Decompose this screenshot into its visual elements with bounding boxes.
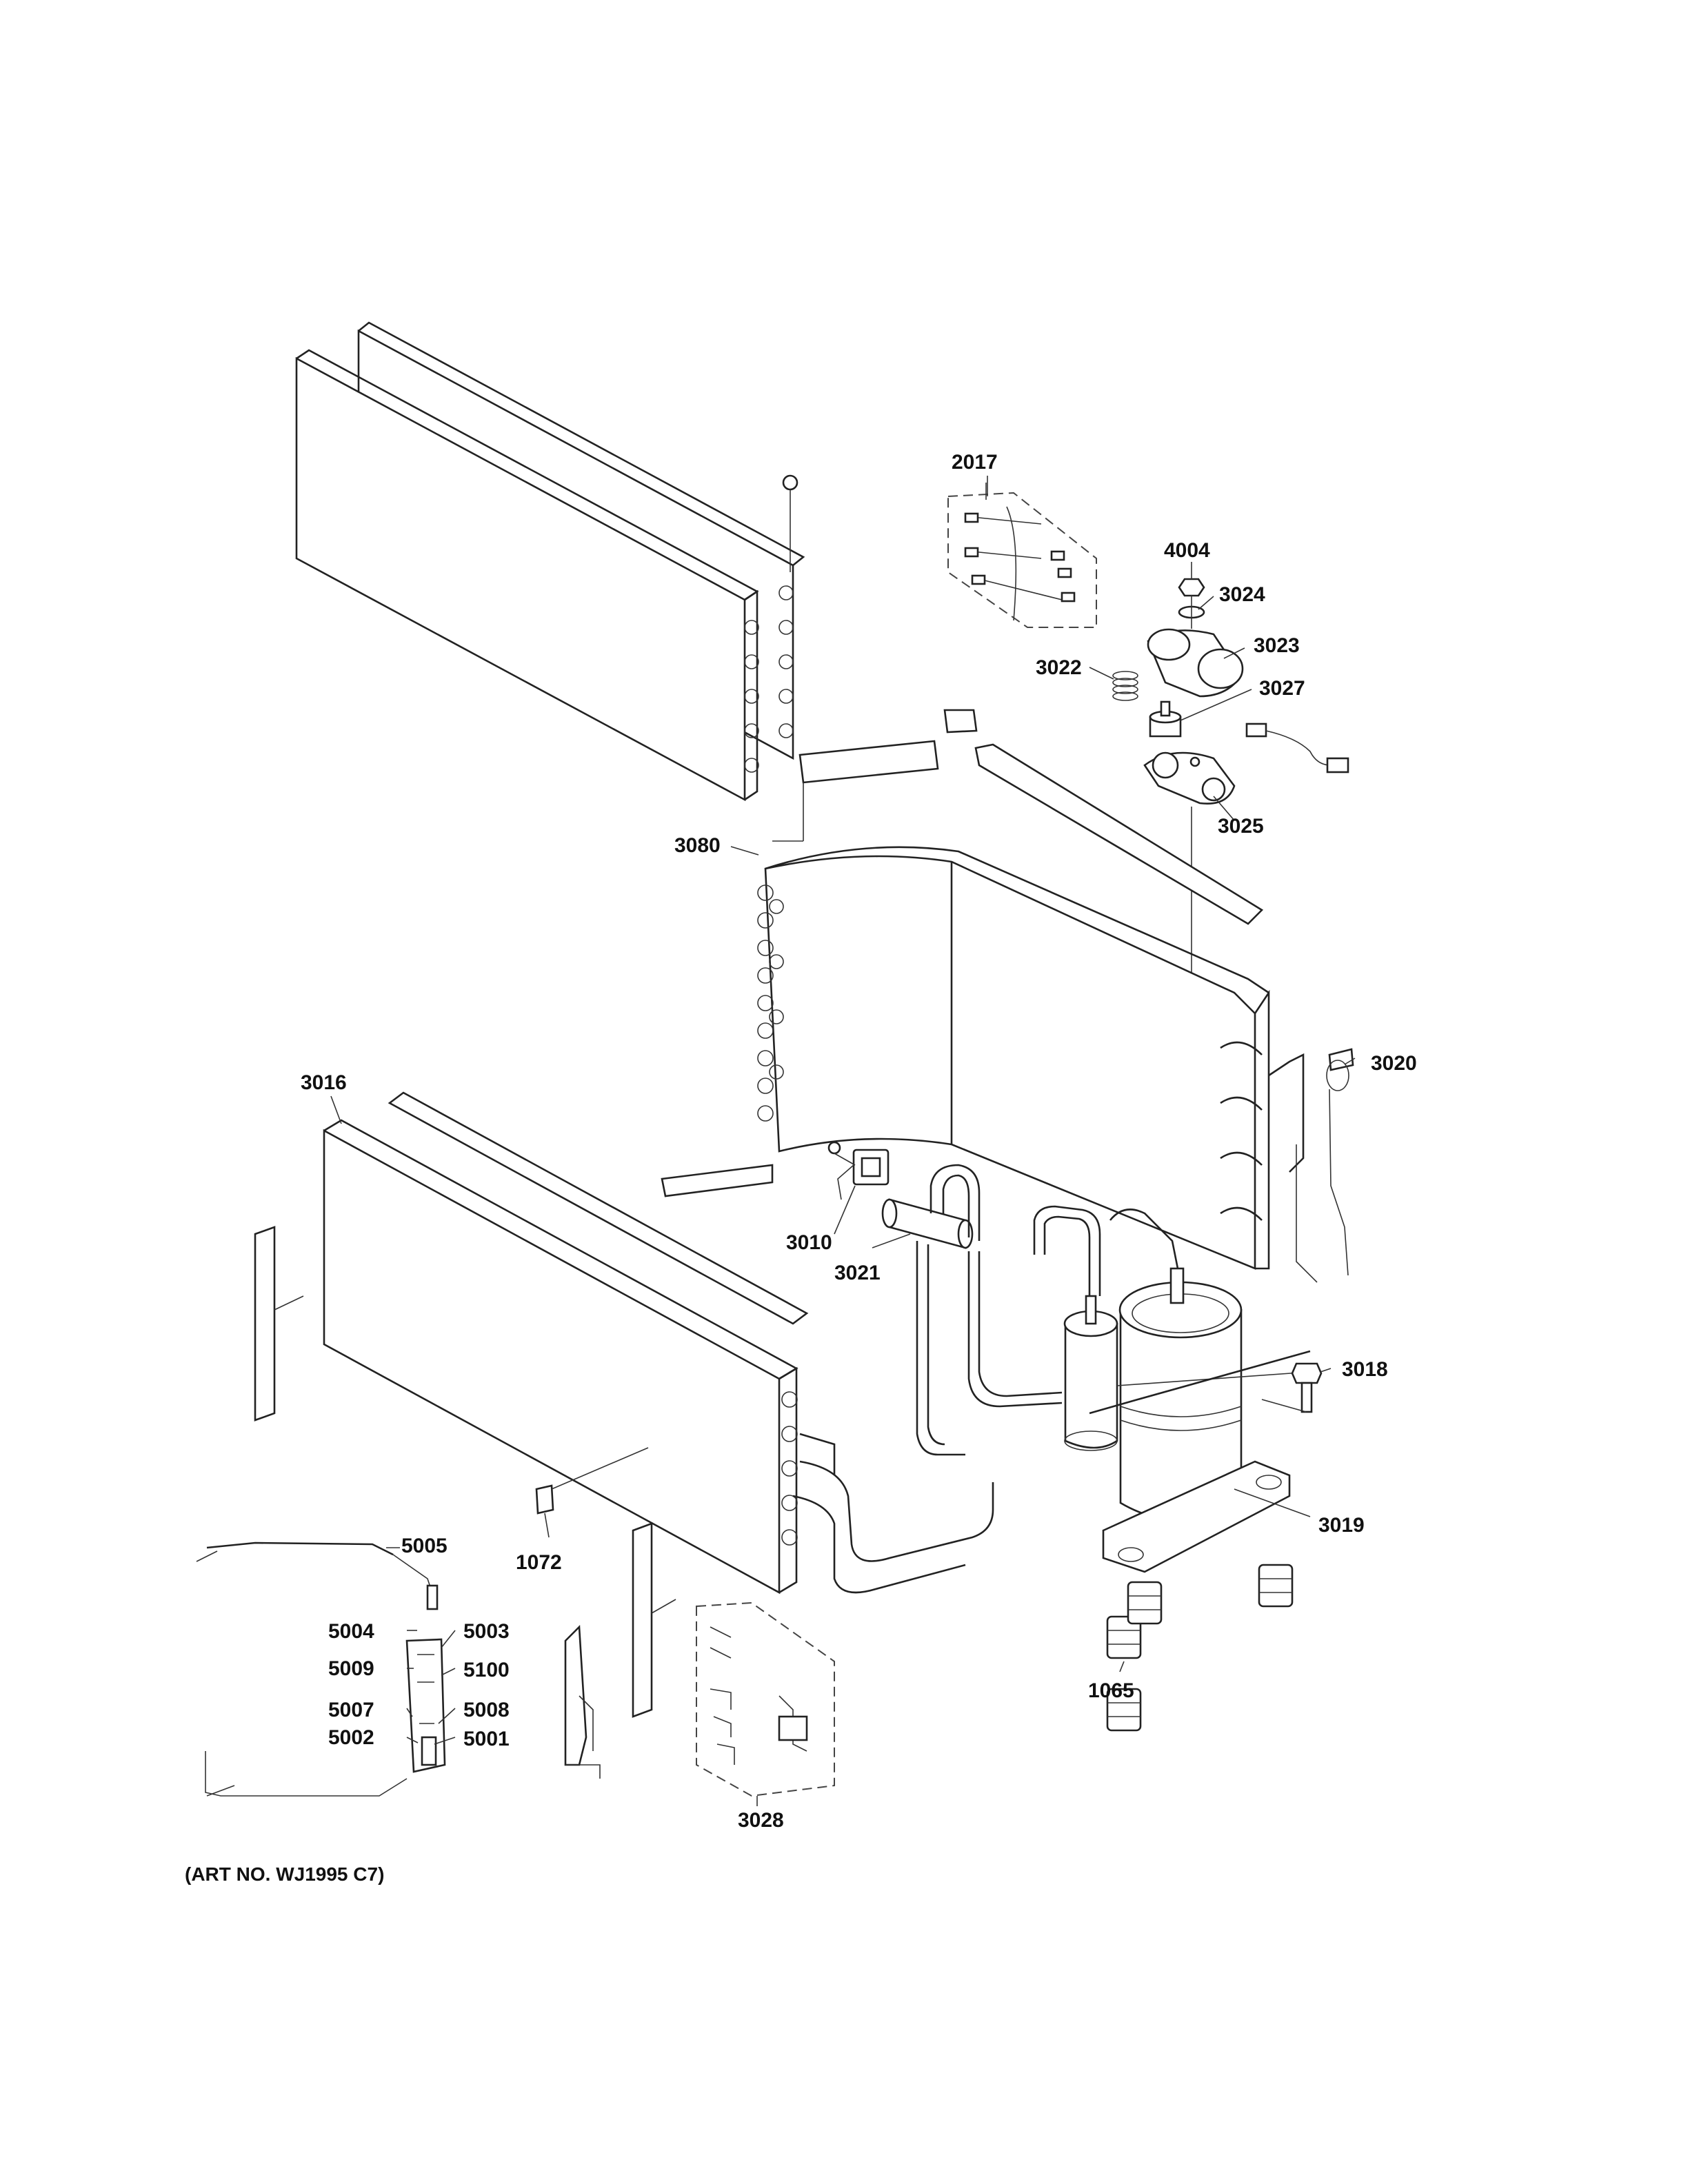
clip-1072 (535, 1484, 554, 1515)
callout-3019: 3019 (1318, 1514, 1365, 1537)
callout-3080: 3080 (674, 834, 721, 857)
lower-coil-top-strip (388, 1091, 809, 1325)
callout-3010: 3010 (786, 1231, 832, 1254)
callout-1065: 1065 (1088, 1679, 1134, 1702)
coil-bracket (661, 1164, 774, 1197)
condenser-coil-3016 (323, 1119, 994, 1595)
callout-3020: 3020 (1371, 1052, 1417, 1075)
callout-3021: 3021 (834, 1262, 881, 1284)
mounting-bolt-3018 (1261, 1362, 1323, 1413)
top-double-condenser-coil (295, 321, 805, 802)
callout-3018: 3018 (1342, 1358, 1388, 1381)
callout-5007: 5007 (328, 1699, 374, 1721)
callout-5008: 5008 (463, 1699, 510, 1721)
leader-lines (330, 476, 1356, 1745)
right-vertical-foam (632, 1522, 653, 1718)
callout-3025: 3025 (1218, 815, 1264, 838)
callout-5002: 5002 (328, 1726, 374, 1749)
callout-3016: 3016 (301, 1071, 347, 1094)
callout-3022: 3022 (1036, 656, 1082, 679)
callout-3023: 3023 (1254, 634, 1300, 657)
callout-3024: 3024 (1219, 583, 1265, 606)
sensor-thermostat-assembly (196, 1541, 601, 1797)
callout-3028: 3028 (738, 1809, 784, 1832)
reversing-valve-assembly (827, 1141, 1180, 1456)
left-vertical-foam (254, 1226, 276, 1422)
foam-insulation-strips (772, 709, 1264, 925)
callout-4004: 4004 (1164, 539, 1210, 562)
connector-kit-3028 (696, 1601, 835, 1806)
callout-5001: 5001 (463, 1728, 510, 1750)
art-number: (ART NO. WJ1995 C7) (185, 1863, 384, 1885)
callout-5003: 5003 (463, 1620, 510, 1643)
callout-5009: 5009 (328, 1657, 374, 1680)
callout-2017: 2017 (952, 451, 998, 474)
callout-5004: 5004 (328, 1620, 374, 1643)
callout-5005: 5005 (401, 1535, 448, 1557)
wire-harness-kit-2017 (947, 483, 1097, 628)
callout-3027: 3027 (1259, 677, 1305, 700)
compressor-3019 (1063, 1267, 1311, 1573)
thermistor-sensor-3020 (1268, 1048, 1354, 1283)
callout-5100: 5100 (463, 1659, 510, 1681)
evaporator-coil-3080 (757, 846, 1270, 1270)
compressor-grommets-1065 (1106, 1564, 1294, 1732)
compressor-terminal-parts (1112, 578, 1349, 1027)
callout-1072: 1072 (516, 1551, 562, 1574)
